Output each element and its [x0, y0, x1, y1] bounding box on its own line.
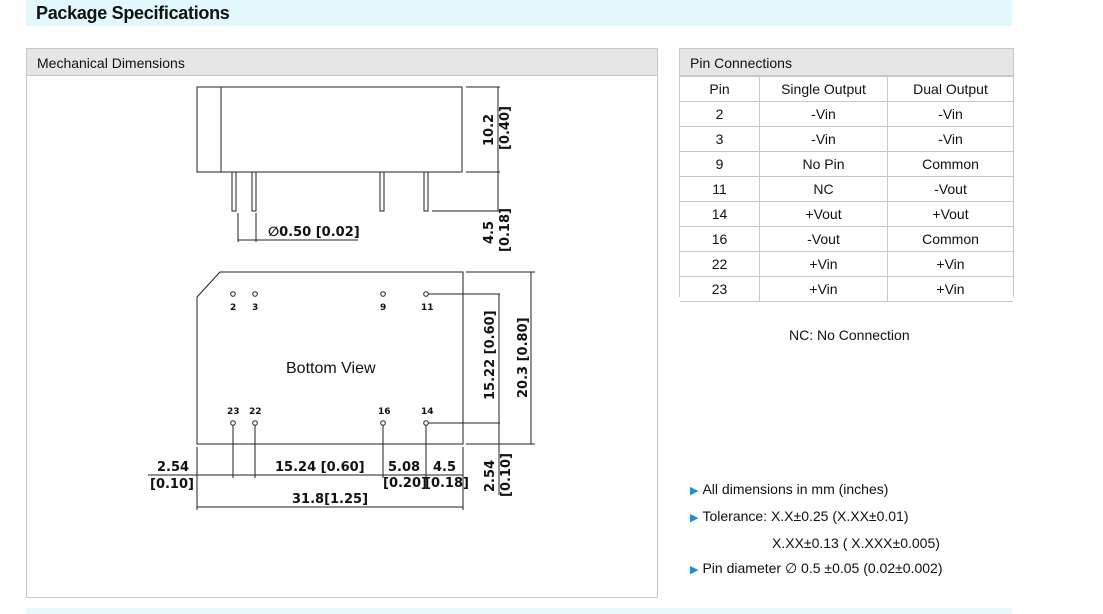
- panel-heading: Pin Connections: [680, 49, 1013, 76]
- table-row: 2-Vin-Vin: [680, 101, 1013, 127]
- page-title: Package Specifications: [36, 3, 230, 23]
- panel-heading: Mechanical Dimensions: [27, 49, 657, 76]
- table-cell: +Vout: [887, 201, 1013, 227]
- table-cell: +Vin: [887, 276, 1013, 302]
- dim-label: [0.10]: [150, 477, 194, 492]
- dim-label: [0.40]: [498, 106, 513, 150]
- bottom-view-label: Bottom View: [286, 360, 376, 377]
- pin-label: 22: [249, 407, 262, 417]
- table-row: 14+Vout+Vout: [680, 201, 1013, 227]
- section-title-bar: Package Specifications: [26, 0, 1012, 26]
- dim-label: 5.08: [388, 460, 420, 475]
- table-cell: -Vout: [759, 226, 888, 252]
- pin-label: 2: [230, 303, 236, 313]
- table-cell: -Vin: [759, 101, 888, 127]
- note-text: Tolerance: X.X±0.25 (X.XX±0.01): [702, 508, 909, 524]
- dim-label: 15.24 [0.60]: [275, 460, 365, 475]
- dim-label: 2.54: [483, 460, 498, 492]
- notes-list: ▶All dimensions in mm (inches) ▶Toleranc…: [690, 477, 943, 583]
- table-cell: No Pin: [759, 151, 888, 177]
- table-cell: -Vin: [887, 101, 1013, 127]
- table-cell: 11: [680, 176, 760, 202]
- bullet-triangle-icon: ▶: [690, 512, 699, 524]
- table-cell: 23: [680, 276, 760, 302]
- dim-label: [0.10]: [499, 453, 514, 497]
- note-text: All dimensions in mm (inches): [702, 481, 889, 497]
- pin-label: 9: [380, 303, 386, 313]
- column-header: Pin: [680, 76, 760, 102]
- note-text: Pin diameter ∅ 0.5 ±0.05 (0.02±0.002): [702, 560, 943, 576]
- bullet-triangle-icon: ▶: [690, 485, 699, 497]
- nc-note: NC: No Connection: [789, 327, 910, 343]
- column-header: Dual Output: [887, 76, 1013, 102]
- pin-label: 14: [421, 407, 434, 417]
- table-row: 3-Vin-Vin: [680, 126, 1013, 152]
- dim-label: [0.20]: [383, 476, 427, 491]
- note-item: X.XX±0.13 ( X.XXX±0.005): [690, 531, 943, 556]
- mechanical-dimensions-panel: Mechanical Dimensions: [26, 48, 658, 598]
- pin-label: 3: [252, 303, 258, 313]
- side-view: ∅0.50 [0.02] 10.2 [0.40] 4.5 [0.18]: [196, 86, 513, 252]
- dim-label: 2.54: [157, 460, 189, 475]
- table-row: 22+Vin+Vin: [680, 251, 1013, 277]
- dim-label: 10.2: [482, 114, 497, 146]
- table-cell: +Vin: [759, 276, 888, 302]
- note-item: ▶Tolerance: X.X±0.25 (X.XX±0.01): [690, 504, 943, 531]
- dim-label: [0.18]: [425, 476, 469, 491]
- table-row: 23+Vin+Vin: [680, 276, 1013, 302]
- bullet-triangle-icon: ▶: [690, 564, 699, 576]
- dim-label: 4.5: [433, 460, 456, 475]
- dim-label: 20.3 [0.80]: [516, 317, 531, 398]
- pin-label: 11: [421, 303, 434, 313]
- pin-diameter-label: ∅0.50 [0.02]: [268, 225, 360, 240]
- note-item: ▶Pin diameter ∅ 0.5 ±0.05 (0.02±0.002): [690, 556, 943, 583]
- bottom-divider: [26, 608, 1012, 614]
- table-cell: -Vin: [759, 126, 888, 152]
- table-cell: Common: [887, 226, 1013, 252]
- bottom-view: 2 3 9 11 23 22 16 14 Bottom View 15.22 […: [148, 271, 535, 510]
- note-item: ▶All dimensions in mm (inches): [690, 477, 943, 504]
- pin-label: 23: [227, 407, 240, 417]
- table-cell: 3: [680, 126, 760, 152]
- dim-label: 15.22 [0.60]: [483, 310, 498, 400]
- table-cell: -Vin: [887, 126, 1013, 152]
- dim-label: [0.18]: [498, 208, 513, 252]
- dim-label: 4.5: [482, 221, 497, 244]
- dim-label: 31.8[1.25]: [292, 492, 368, 507]
- note-text: X.XX±0.13 ( X.XXX±0.005): [772, 535, 940, 551]
- table-cell: +Vin: [759, 251, 888, 277]
- pin-label: 16: [378, 407, 391, 417]
